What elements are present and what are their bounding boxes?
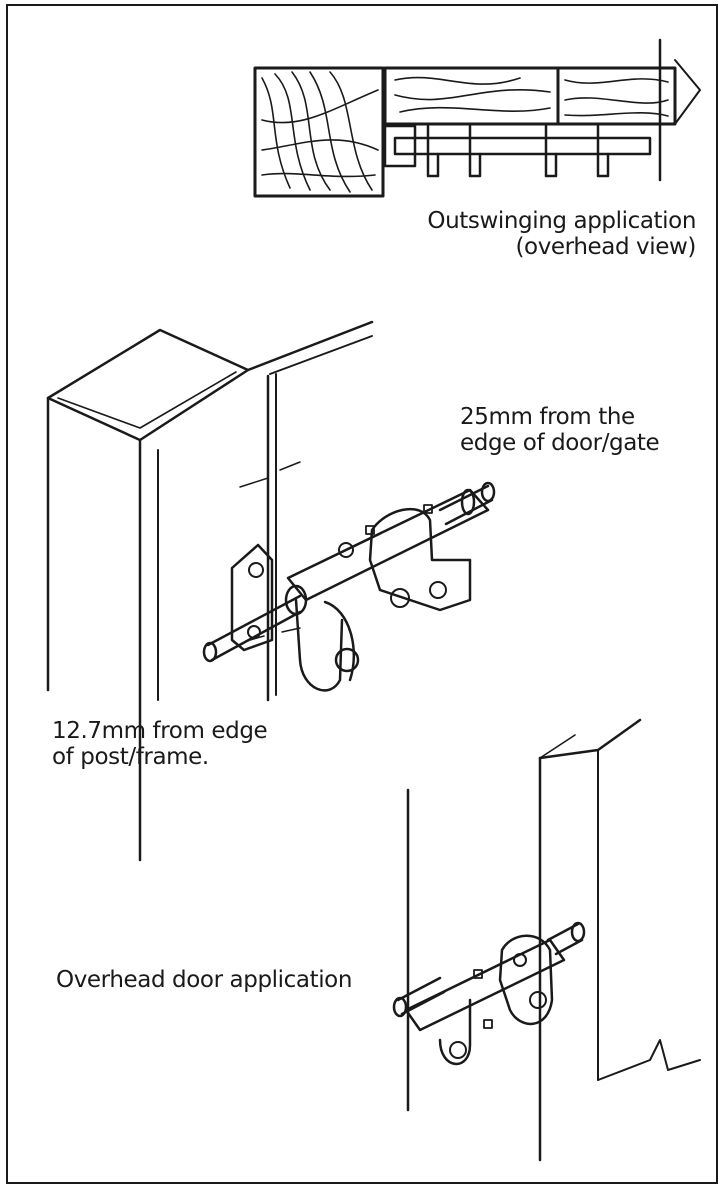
wood-grain-post (261, 71, 379, 193)
post-edge-label: 12.7mm from edge of post/frame. (52, 718, 268, 770)
overhead-door-drawing (392, 718, 701, 1162)
door-edge-label: 25mm from the edge of door/gate (460, 404, 660, 456)
latch-bar (393, 136, 652, 156)
overhead-door-label: Overhead door application (56, 967, 352, 993)
overhead-view-drawing (253, 38, 701, 198)
diagram-frame (6, 4, 718, 1184)
wood-grain-board (394, 76, 669, 117)
outswing-label-line2: (overhead view) (515, 234, 696, 260)
outswing-label-line1: Outswinging application (427, 208, 696, 234)
gate-board (383, 66, 677, 126)
post-edge-label-line2: of post/frame. (52, 744, 209, 770)
post-edge-label-line1: 12.7mm from edge (52, 718, 268, 744)
latch-mount (383, 124, 417, 168)
door-edge-label-line1: 25mm from the (460, 404, 635, 430)
door-edge-label-line2: edge of door/gate (460, 430, 660, 456)
outswing-label: Outswinging application (overhead view) (427, 208, 696, 260)
overhead-door-label-text: Overhead door application (56, 967, 353, 993)
post-gate-drawing (46, 320, 496, 862)
post-cross-section (253, 66, 385, 198)
